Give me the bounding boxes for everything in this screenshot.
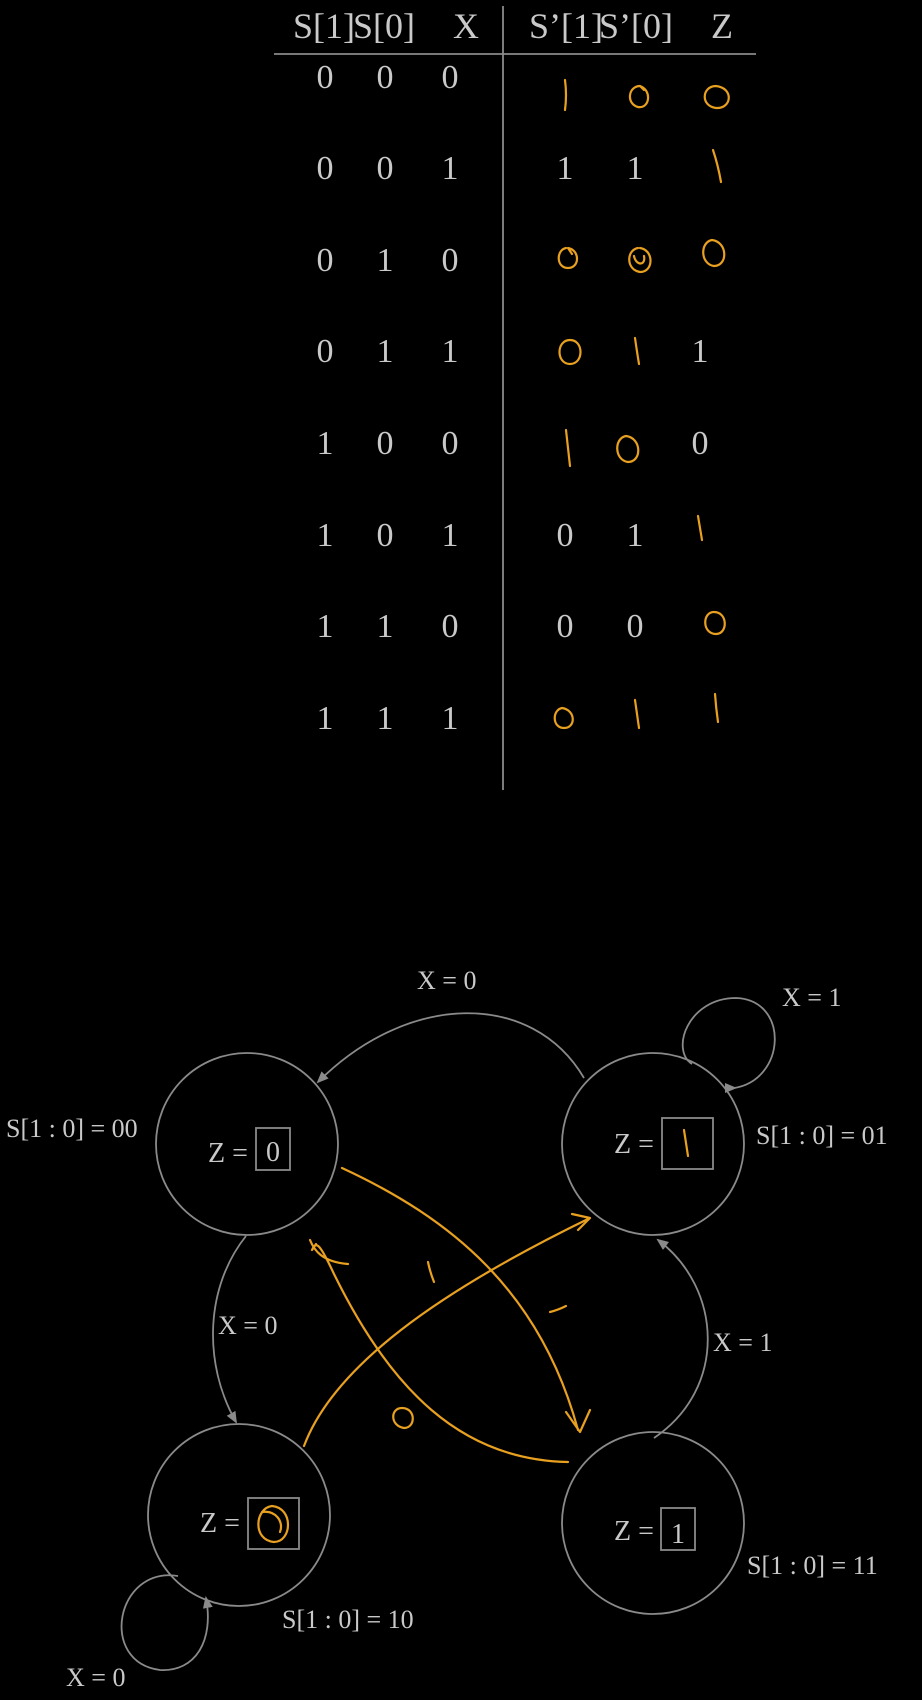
header-s1-next: S’[1] [529,6,603,46]
cell: 1 [377,242,394,279]
cell: 1 [377,700,394,737]
cell: 0 [377,59,394,96]
hand-one [633,698,641,730]
state-00-label: S[1 : 0] = 00 [6,1114,138,1143]
truth-table: S[1] S[0] X S’[1] S’[0] Z 0 0 0 0 0 1 0 … [274,6,756,790]
transition-11-to-01 [653,1238,709,1439]
state-00-z-label: Z = [208,1138,248,1169]
transition-label-01-to-00: X = 0 [417,966,476,995]
state-11-z-label: Z = [614,1516,654,1547]
transition-00-to-10 [212,1235,247,1424]
hand-one [563,78,568,112]
cell: 0 [557,517,574,554]
table-header-row: S[1] S[0] X S’[1] S’[0] Z [293,6,733,46]
hand-zero [553,706,574,730]
hand-transition-00-to-11 [340,1166,592,1434]
cell: 0 [442,59,459,96]
state-10-label: S[1 : 0] = 10 [282,1605,414,1634]
hand-zero [616,434,640,464]
header-x: X [453,6,479,46]
transition-01-to-00 [316,1012,585,1084]
state-01-circle [561,1052,745,1236]
transition-label-11-to-01: X = 1 [713,1328,772,1357]
cell: 1 [317,608,334,645]
state-00-circle [155,1052,339,1236]
hand-transition-10-to-01 [302,1212,592,1448]
cell: 1 [442,700,459,737]
hand-one [713,692,720,724]
cell: 0 [317,59,334,96]
hand-one [696,514,704,542]
header-s1: S[1] [293,6,355,46]
state-00-z-value: 0 [266,1137,280,1168]
state-00-z-box [255,1127,291,1171]
header-s0-next: S’[0] [599,6,673,46]
hand-transition-11-to-00 [308,1238,570,1464]
transition-label-10-self: X = 0 [66,1663,125,1692]
hand-zero [628,84,650,109]
hand-zero [557,246,579,270]
cell: 1 [627,517,644,554]
cell: 1 [317,425,334,462]
cell: 0 [377,150,394,187]
cell: 0 [692,425,709,462]
transition-label-00-to-10: X = 0 [218,1311,277,1340]
hand-tick [548,1304,568,1314]
cell: 1 [377,608,394,645]
cell: 1 [627,150,644,187]
cell: 0 [627,608,644,645]
input-columns: 0 0 0 0 0 1 0 1 0 0 1 1 1 0 0 1 0 1 1 1 … [317,59,459,737]
transition-label-01-self: X = 1 [782,983,841,1012]
cell: 0 [557,608,574,645]
cell: 1 [442,333,459,370]
transition-01-self-loop [681,997,776,1093]
state-10-z-handwritten-zero [257,1504,289,1544]
cell: 1 [557,150,574,187]
state-diagram: S[1 : 0] = 00 S[1 : 0] = 01 S[1 : 0] = 1… [6,966,888,1692]
header-s0: S[0] [353,6,415,46]
cell: 0 [317,333,334,370]
state-10-circle [147,1423,331,1607]
cell: 1 [317,517,334,554]
state-10-z-box [247,1497,300,1550]
cell: 0 [377,425,394,462]
cell: 0 [442,425,459,462]
state-01-z-handwritten-one [682,1128,690,1158]
hand-zero [558,338,582,366]
hand-zero [704,610,726,636]
header-z: Z [711,6,733,46]
cell: 0 [442,242,459,279]
state-11-z-value: 1 [671,1519,685,1550]
hand-label-zero [392,1406,414,1430]
hand-one [633,336,641,366]
cell: 0 [317,242,334,279]
state-11-z-box [660,1507,696,1551]
state-11-label: S[1 : 0] = 11 [747,1551,878,1580]
state-01-z-label: Z = [614,1129,654,1160]
state-01-label: S[1 : 0] = 01 [756,1121,888,1150]
hand-zero [628,246,652,274]
state-11-circle [561,1431,745,1615]
hand-one [711,148,723,184]
cell: 0 [317,150,334,187]
hand-one [564,428,572,468]
handwritten-transitions [302,1166,592,1464]
cell: 1 [442,150,459,187]
cell: 0 [377,517,394,554]
cell: 1 [692,333,709,370]
hand-zero [703,84,730,110]
state-01-z-box [661,1117,714,1170]
output-handwritten-values [553,78,730,730]
state-10-z-label: Z = [200,1508,240,1539]
hand-zero [702,238,726,268]
cell: 1 [442,517,459,554]
transition-10-self-loop [120,1574,213,1671]
cell: 0 [442,608,459,645]
cell: 1 [317,700,334,737]
hand-label-one [426,1260,436,1284]
output-printed-values: 1 1 1 0 0 1 0 0 [557,150,709,645]
cell: 1 [377,333,394,370]
